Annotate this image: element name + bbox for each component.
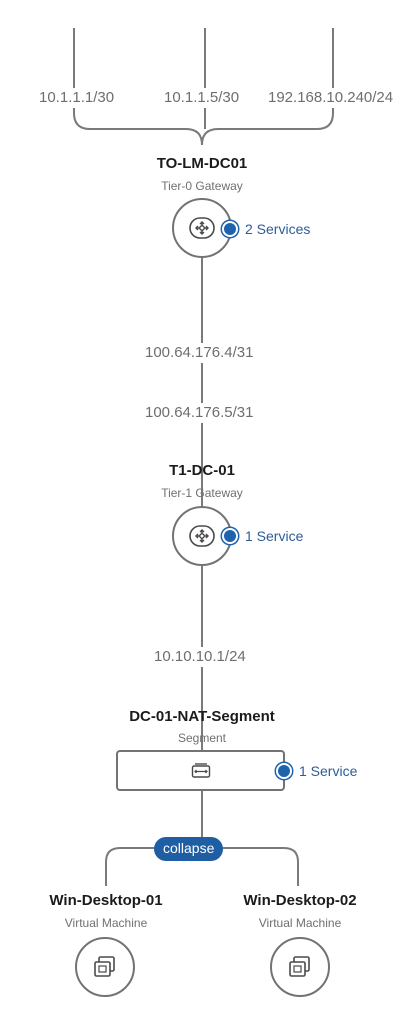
segment-gateway-ip-label: 10.10.10.1/24	[152, 647, 248, 667]
uplink-ip-label: 192.168.10.240/24	[266, 88, 396, 108]
t0-link-ip-label: 100.64.176.4/31	[143, 343, 256, 363]
tier0-gateway-node[interactable]	[172, 198, 232, 258]
segment-services-link[interactable]: 1 Service	[276, 762, 357, 780]
services-count: 2 Services	[245, 221, 311, 237]
vm-name[interactable]: Win-Desktop-01	[49, 892, 163, 909]
tier0-gateway-name[interactable]: TO-LM-DC01	[156, 155, 248, 172]
service-indicator-icon	[222, 528, 238, 544]
service-indicator-icon	[276, 763, 292, 779]
uplink-wire-3	[201, 28, 334, 146]
tier1-gateway-node[interactable]	[172, 506, 232, 566]
services-count: 1 Service	[245, 528, 304, 544]
tier1-services-link[interactable]: 1 Service	[222, 527, 303, 545]
service-indicator-icon	[222, 221, 238, 237]
vm-type: Virtual Machine	[258, 916, 342, 930]
services-count: 1 Service	[299, 763, 358, 779]
segment-node[interactable]	[116, 750, 285, 791]
vm-node[interactable]	[75, 937, 135, 997]
vm-name[interactable]: Win-Desktop-02	[243, 892, 357, 909]
tier0-gateway-type: Tier-0 Gateway	[161, 179, 243, 193]
t1-link-ip-label: 100.64.176.5/31	[143, 403, 256, 423]
vm-type: Virtual Machine	[64, 916, 148, 930]
vm-branch-left	[105, 847, 186, 886]
vm-node[interactable]	[270, 937, 330, 997]
vm-icon	[94, 956, 115, 977]
tier1-gateway-name[interactable]: T1-DC-01	[169, 462, 235, 479]
segment-name[interactable]: DC-01-NAT-Segment	[129, 708, 275, 725]
uplink-ip-label: 10.1.1.1/30	[37, 88, 117, 108]
uplink-ip-label: 10.1.1.5/30	[162, 88, 242, 108]
collapse-button[interactable]: collapse	[154, 837, 224, 861]
tier0-services-link[interactable]: 2 Services	[222, 220, 310, 238]
tier1-gateway-type: Tier-1 Gateway	[161, 486, 243, 500]
router-icon	[189, 525, 215, 547]
segment-type: Segment	[177, 731, 227, 745]
router-icon	[189, 217, 215, 239]
vm-branch-right	[218, 847, 299, 886]
segment-icon	[191, 762, 210, 778]
uplink-wire-1	[73, 28, 203, 146]
vm-icon	[289, 956, 310, 977]
